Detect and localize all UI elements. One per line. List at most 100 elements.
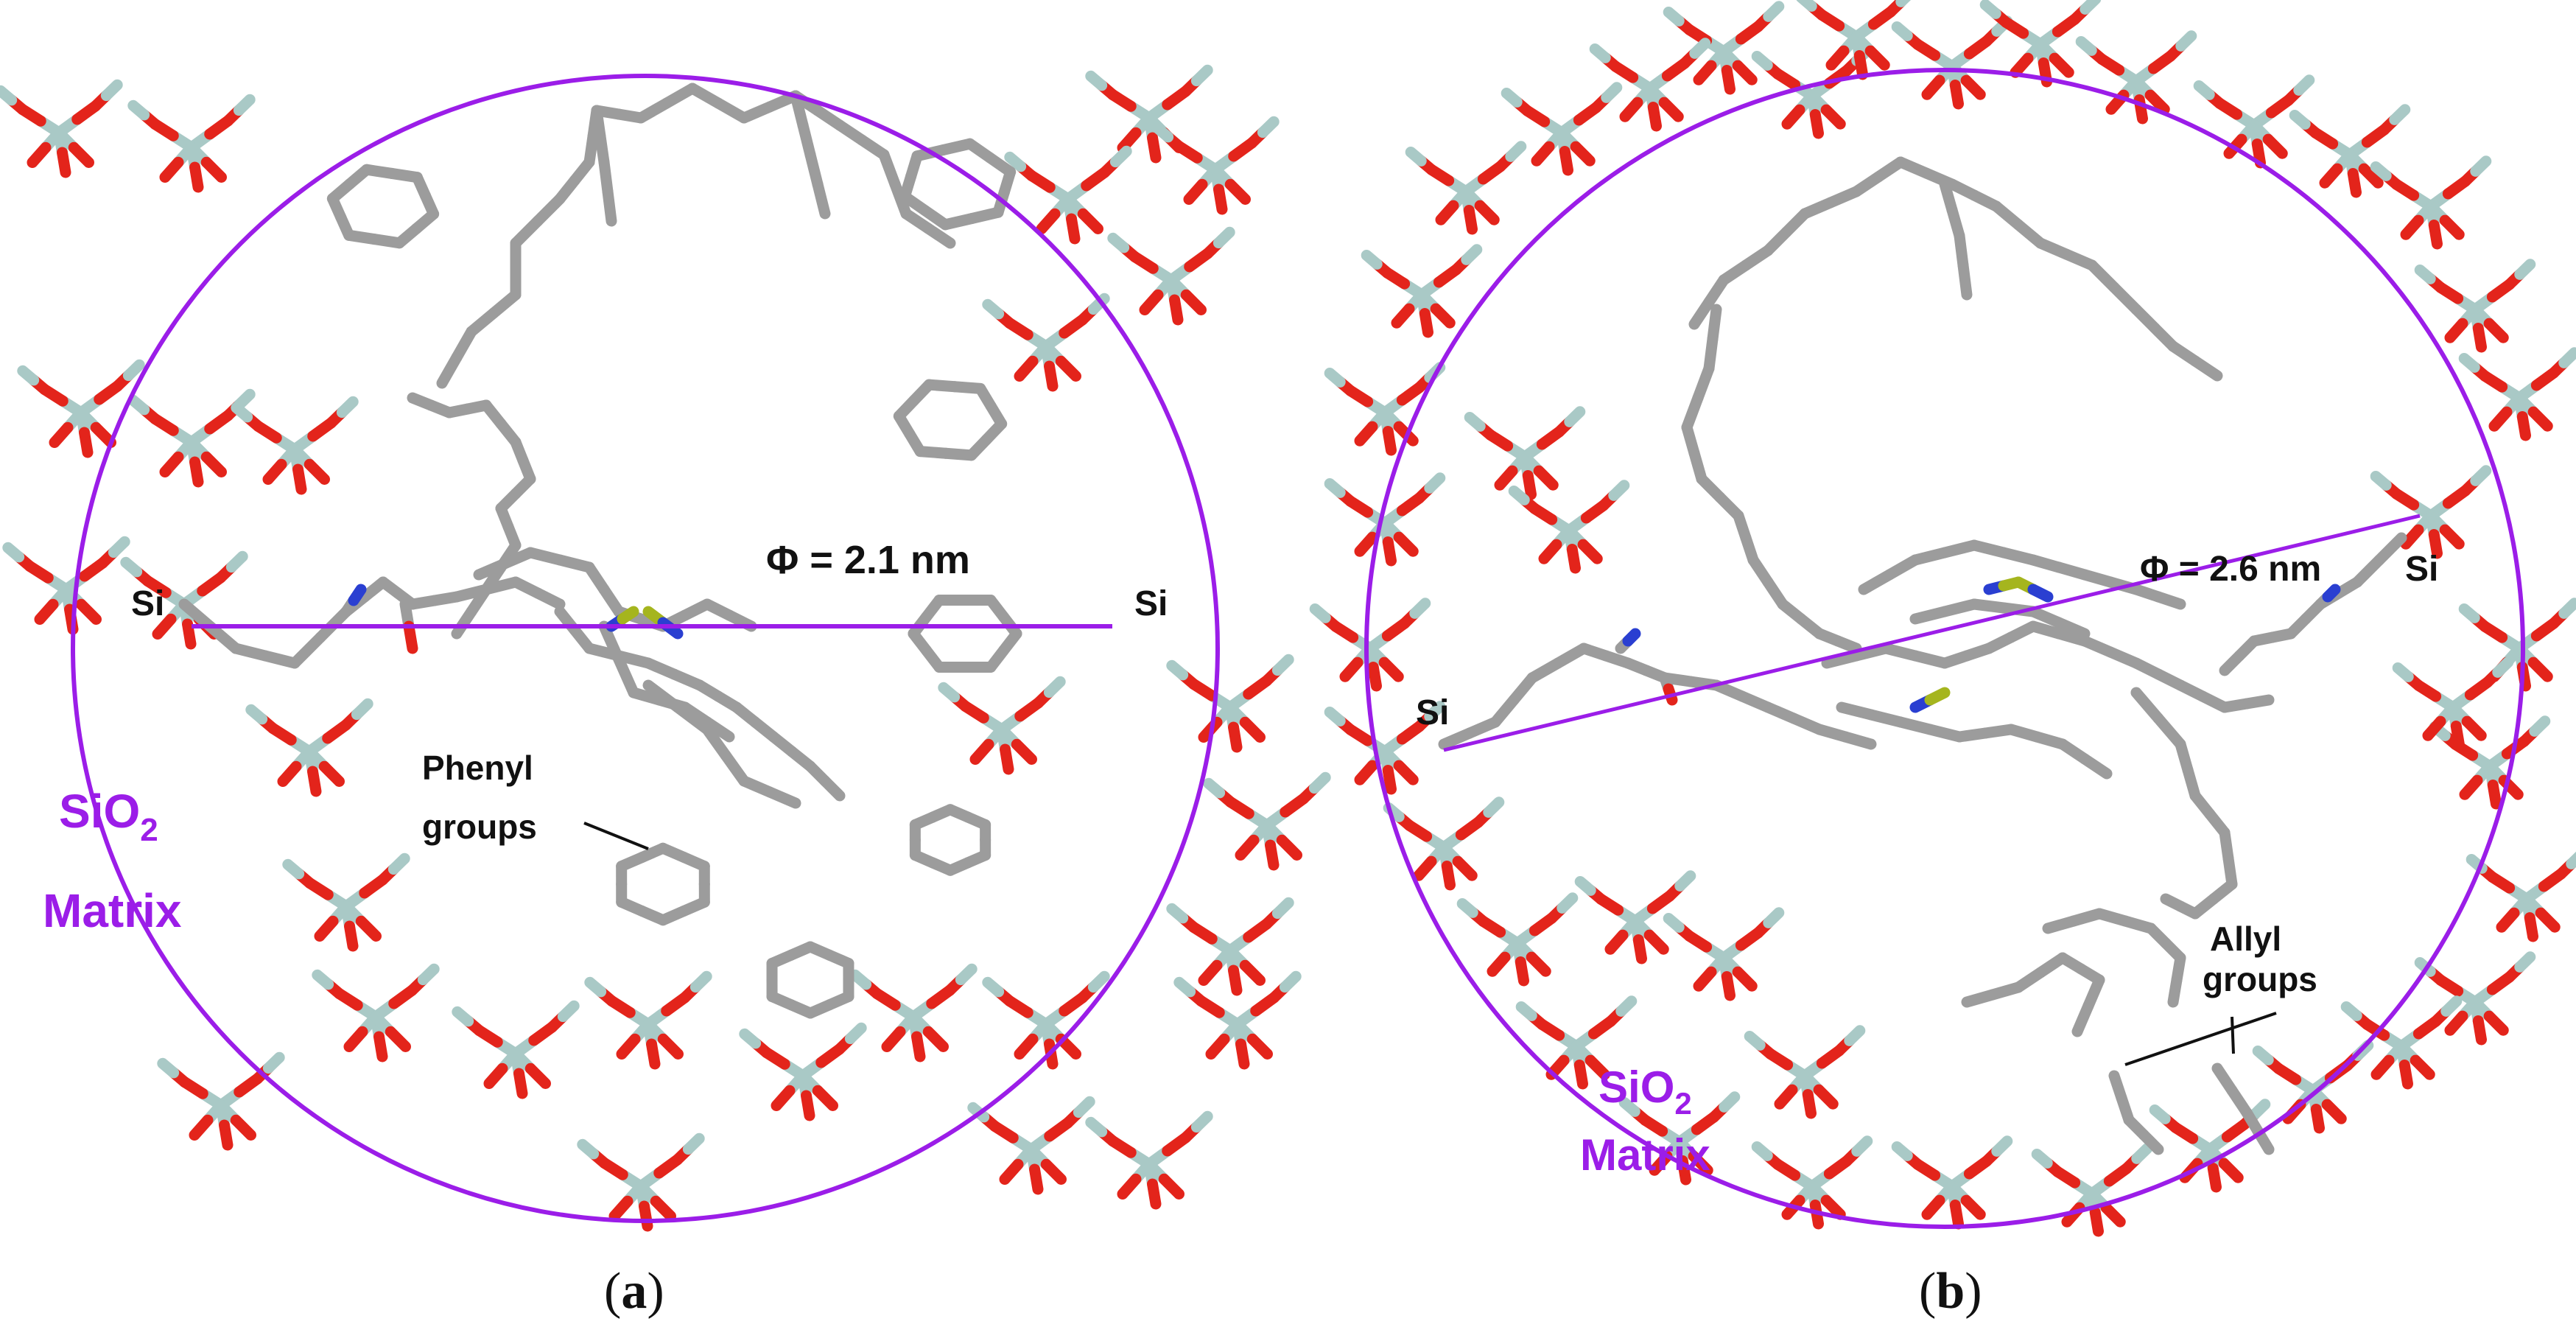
bond — [812, 1085, 838, 1111]
bond — [1960, 1194, 1986, 1220]
bond — [513, 1068, 528, 1099]
bond — [1205, 1033, 1230, 1060]
panel-a-matrix-label-line1: SiO2 — [59, 785, 158, 848]
bond — [1419, 308, 1433, 338]
panel-b-si-left-label: Si — [1416, 693, 1449, 732]
bond — [122, 359, 145, 382]
bond — [1456, 897, 1478, 918]
bond — [1239, 959, 1266, 986]
bond — [2470, 465, 2492, 486]
bond — [1688, 1150, 1713, 1176]
bond — [2373, 532, 2407, 566]
bond — [2322, 584, 2341, 603]
bond — [1584, 1054, 1610, 1080]
bond — [2152, 591, 2186, 610]
bond — [2160, 893, 2186, 912]
bond — [2428, 220, 2443, 250]
bond — [1839, 731, 1877, 750]
bond — [2370, 161, 2392, 181]
bond — [2529, 715, 2551, 737]
bond — [2524, 912, 2538, 942]
bond — [1382, 426, 1397, 456]
bond — [1589, 43, 1611, 63]
bond — [2458, 603, 2480, 623]
bond — [1533, 465, 1559, 491]
bond — [1719, 1091, 1741, 1113]
bond — [2289, 109, 2311, 130]
bond — [1615, 995, 1638, 1017]
bond — [1354, 531, 1378, 557]
bond — [2516, 411, 2531, 441]
panel-a-pore-circle — [71, 74, 1220, 1223]
bond — [1271, 897, 1294, 920]
bond — [2340, 1001, 2362, 1021]
bond — [1279, 970, 1302, 993]
bond — [1228, 721, 1243, 753]
bond — [1085, 1116, 1108, 1138]
panel-b-allyl-label-line1: Allyl — [2210, 920, 2281, 958]
bond — [771, 1085, 796, 1111]
panel-b-pore-circle — [1364, 68, 2525, 1229]
bond — [204, 620, 242, 654]
bond — [1147, 132, 1162, 164]
bond — [292, 463, 307, 495]
bond — [385, 1026, 411, 1052]
bond — [2439, 524, 2465, 550]
bond — [1570, 141, 1596, 167]
bond — [2483, 318, 2509, 343]
bond — [100, 79, 123, 102]
bond — [1574, 875, 1596, 896]
bond — [452, 1006, 474, 1027]
bond — [1949, 1200, 1964, 1230]
bond — [1324, 477, 1346, 498]
bond — [999, 1158, 1024, 1185]
bond — [1991, 1135, 2013, 1157]
bond — [2487, 780, 2502, 810]
bond — [1190, 64, 1213, 87]
panel-a-phenyl-label-line2: groups — [422, 808, 537, 846]
bond — [2175, 30, 2197, 52]
bond — [1190, 1110, 1213, 1133]
bond — [982, 298, 1005, 320]
bond — [682, 1132, 705, 1155]
bond — [1109, 145, 1132, 168]
bond — [1763, 907, 1785, 928]
bond — [911, 1031, 926, 1062]
bond — [1151, 122, 1174, 143]
bond — [1464, 411, 1486, 432]
panel-a-phenyl-pointer — [583, 822, 649, 850]
bond — [2450, 721, 2465, 751]
bond — [2218, 1158, 2244, 1183]
bond — [277, 760, 302, 787]
bond — [1853, 50, 1868, 80]
panel-b-diameter-label: Φ = 2.6 nm — [2140, 550, 2321, 589]
bond — [2071, 1000, 2094, 1037]
bond — [672, 701, 713, 735]
bond — [2496, 907, 2520, 933]
bond — [57, 147, 71, 178]
bond — [343, 1026, 368, 1052]
bond — [1087, 970, 1110, 993]
panel-b-allyl-pointer-1 — [2124, 1012, 2277, 1066]
bond — [1744, 1030, 1766, 1051]
bond — [1796, 0, 1817, 12]
bond — [1393, 531, 1419, 557]
bond — [642, 679, 684, 713]
bond — [2410, 1054, 2435, 1080]
bond — [2461, 715, 2487, 741]
bond — [2252, 1045, 2274, 1065]
bond — [120, 556, 143, 578]
bond — [1239, 716, 1266, 743]
bond — [2080, 0, 2102, 15]
bond — [1461, 244, 1483, 265]
bond — [2389, 104, 2411, 125]
bond — [739, 1028, 762, 1049]
bond — [1515, 1001, 1537, 1021]
bond — [602, 186, 617, 227]
bond — [1608, 480, 1630, 501]
bond — [1235, 834, 1260, 861]
bond — [1085, 70, 1108, 91]
bond — [2459, 774, 2483, 800]
bond — [1689, 38, 1711, 59]
bond — [2535, 907, 2561, 933]
